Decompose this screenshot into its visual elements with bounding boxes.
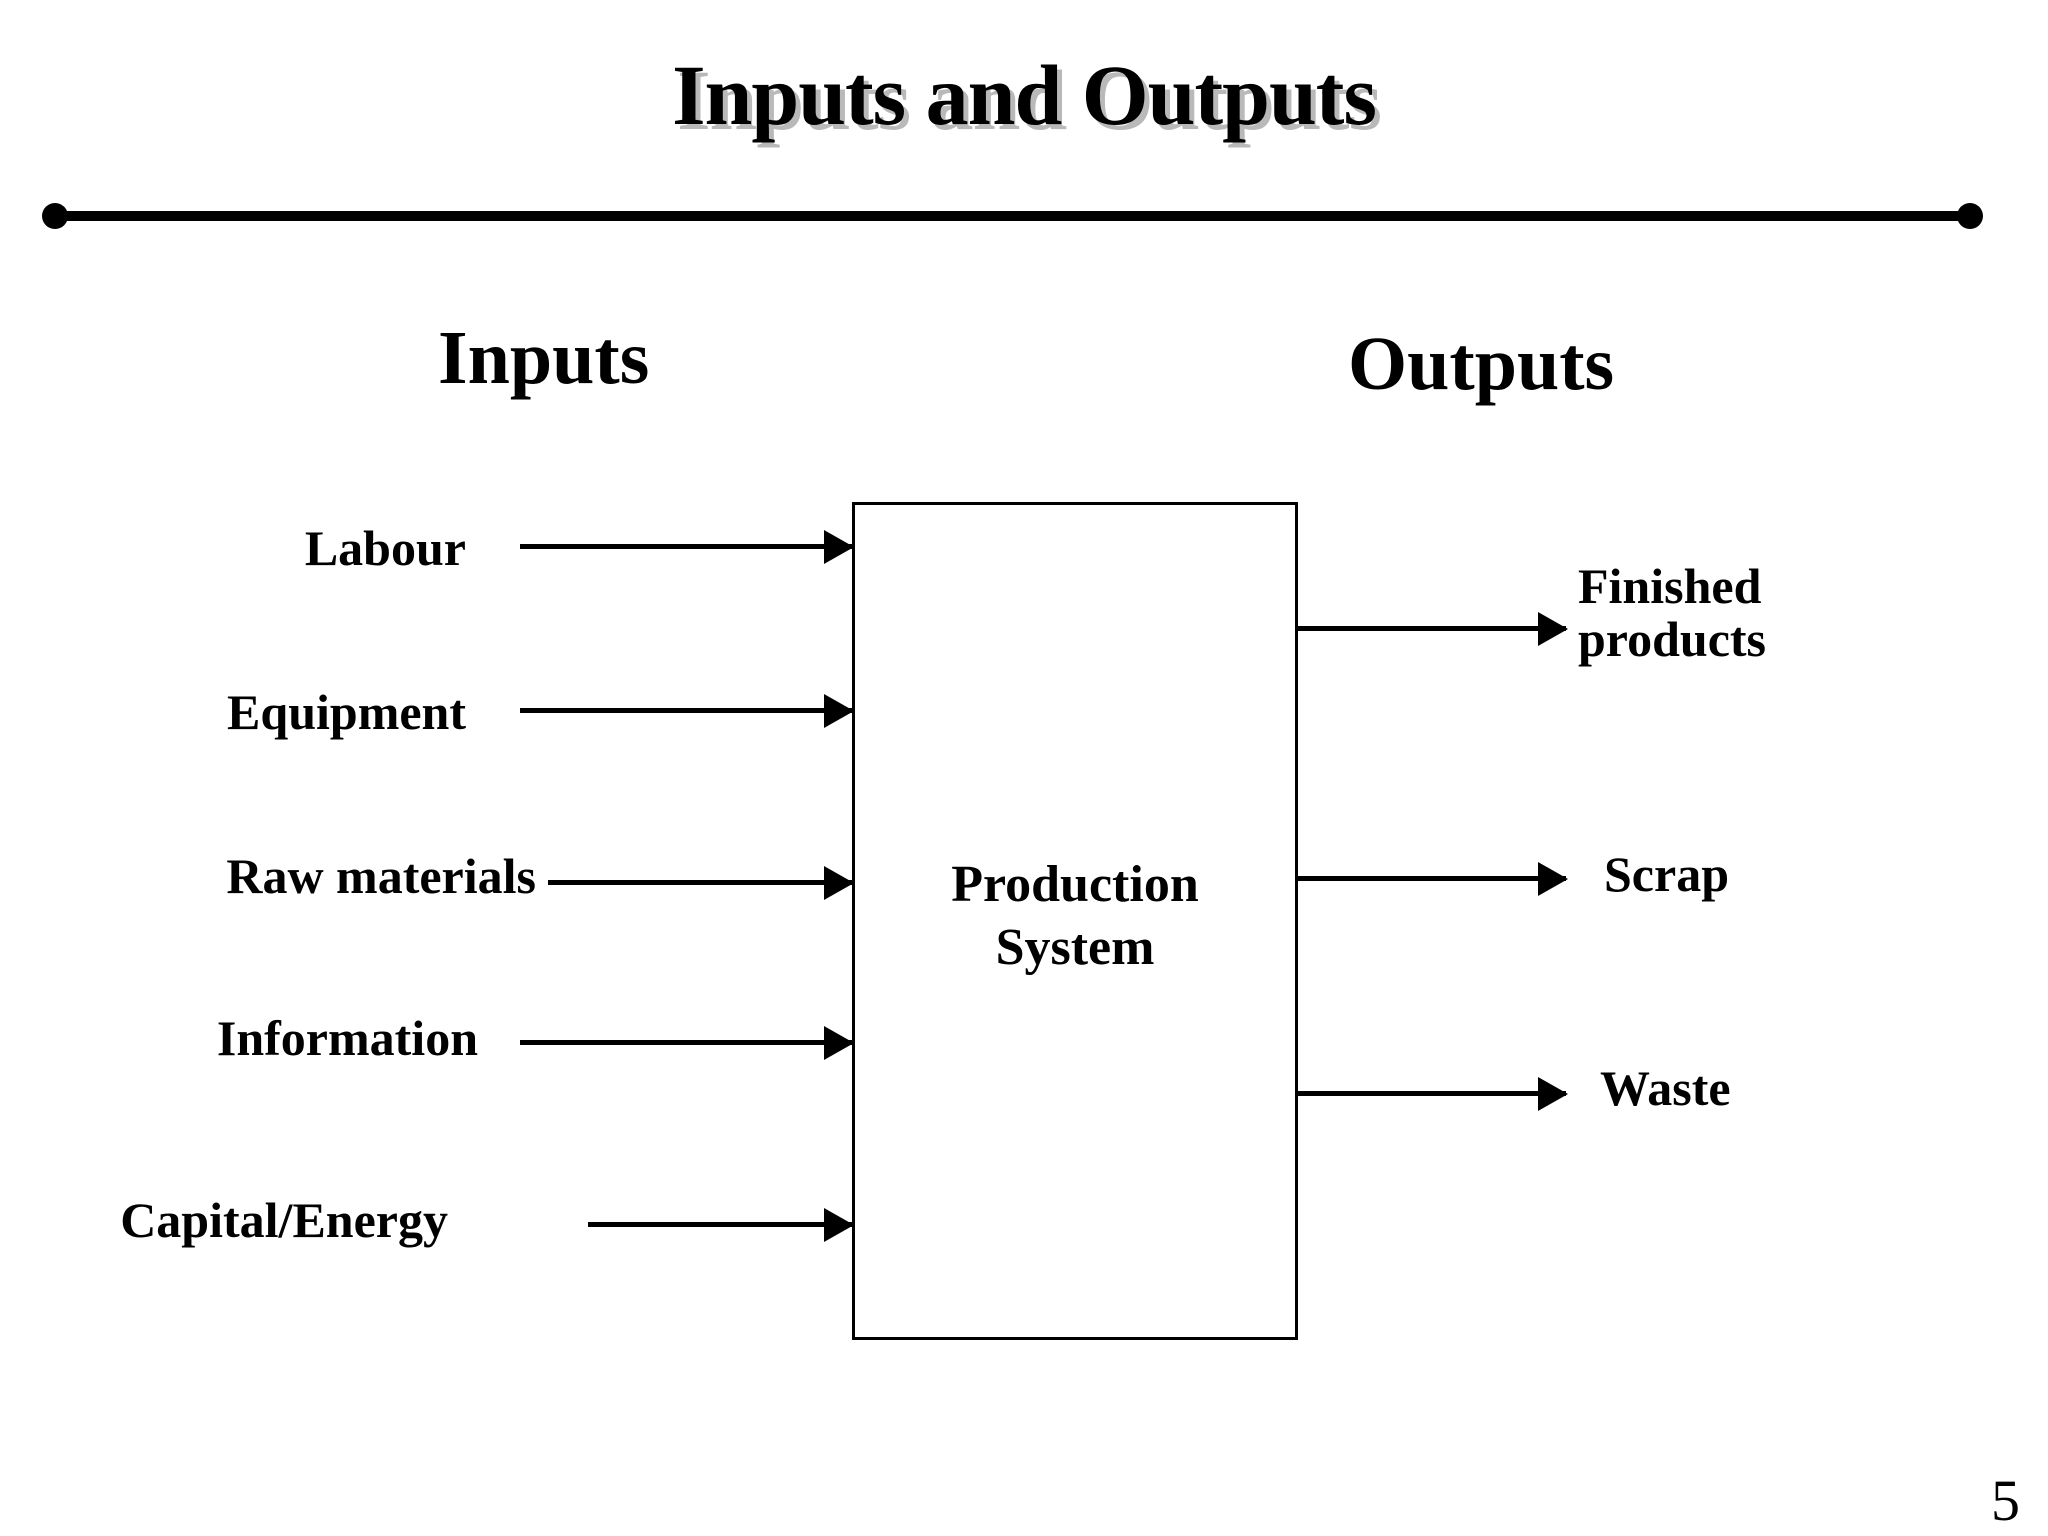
page-number: 5 (1991, 1468, 2020, 1533)
input-arrow-information (520, 1040, 852, 1045)
production-system-box: Production System (852, 502, 1298, 1340)
divider-right-dot (1957, 203, 1983, 229)
input-arrow-raw-materials (548, 880, 852, 885)
input-arrow-capital-energy (588, 1222, 852, 1227)
output-arrow-finished-products (1298, 626, 1566, 631)
divider-left-dot (42, 203, 68, 229)
page-title: Inputs and Outputs (672, 47, 1377, 143)
output-label-waste: Waste (1600, 1060, 1731, 1116)
output-label-finished-products: Finished products (1578, 560, 1766, 665)
title-divider-rule (42, 203, 1983, 229)
production-system-label-line1: Production (951, 856, 1199, 913)
input-label-raw-materials: Raw materials (226, 848, 536, 904)
output-label-scrap: Scrap (1604, 846, 1729, 902)
input-arrow-equipment (520, 708, 852, 713)
output-arrow-waste (1298, 1091, 1566, 1096)
production-system-label: Production System (855, 853, 1295, 980)
inputs-column-heading: Inputs (438, 316, 650, 400)
input-arrow-labour (520, 544, 852, 549)
outputs-column-heading: Outputs (1348, 322, 1615, 406)
output-label-finished-products-line1: Finished (1578, 558, 1762, 614)
input-label-capital-energy: Capital/Energy (120, 1192, 448, 1248)
output-label-finished-products-line2: products (1578, 610, 1767, 667)
input-label-information: Information (216, 1010, 478, 1066)
input-label-labour: Labour (304, 520, 466, 576)
production-system-label-line2: System (995, 919, 1155, 977)
output-arrow-scrap (1298, 876, 1566, 881)
input-label-equipment: Equipment (227, 684, 466, 740)
